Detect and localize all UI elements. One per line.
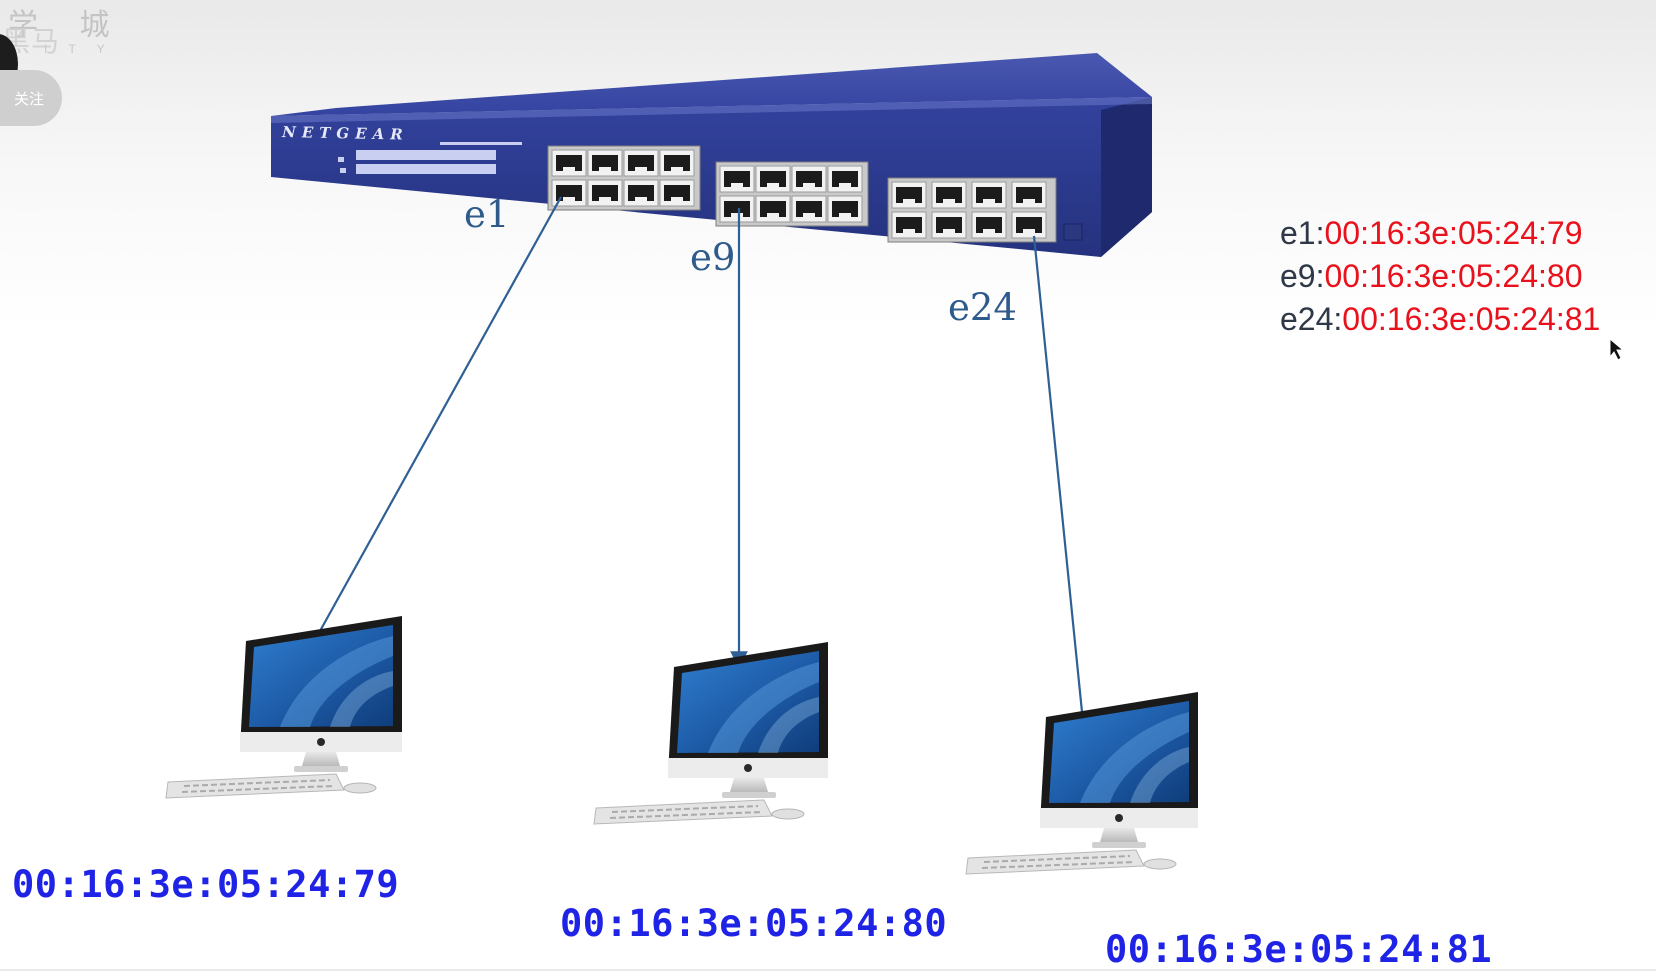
legend-row-e9: e9:00:16:3e:05:24:80: [1280, 255, 1600, 298]
computer-1-mac-label: 00:16:3e:05:24:79: [12, 863, 400, 906]
computer-3-monitor: [1040, 692, 1198, 828]
switch-port-bank-1: [547, 145, 701, 211]
computer-2-mac-label: 00:16:3e:05:24:80: [560, 902, 948, 945]
computer-2: [593, 642, 828, 825]
watermark-logo-text: 学 城: [8, 8, 126, 43]
legend-row-e1: e1:00:16:3e:05:24:79: [1280, 212, 1600, 255]
legend-mac: 00:16:3e:05:24:79: [1324, 215, 1583, 251]
port-label-e24: e24: [948, 286, 1017, 329]
switch-port-bank-3: [887, 177, 1057, 243]
cables: [319, 196, 1084, 713]
switch-top-face: [271, 53, 1152, 116]
computer-3: [965, 692, 1198, 875]
legend-port: e9:: [1280, 258, 1325, 294]
cable-e1: [319, 196, 562, 632]
computer-2-keyboard: [593, 799, 773, 825]
switch-brand-logo: NETGEAR: [281, 123, 409, 144]
network-switch: NETGEAR: [271, 53, 1152, 257]
legend-port: e1:: [1280, 215, 1325, 251]
cable-e24: [1032, 235, 1084, 713]
switch-side-face: [1101, 97, 1152, 257]
switch-status-leds: [338, 142, 522, 174]
computer-1-monitor: [240, 616, 402, 752]
port-label-e9: e9: [690, 236, 736, 279]
watermark-logo-subtext: I T Y: [44, 42, 114, 56]
switch-port-bank-2: [715, 161, 869, 227]
computer-3-mac-label: 00:16:3e:05:24:81: [1105, 928, 1493, 971]
legend-row-e24: e24:00:16:3e:05:24:81: [1280, 298, 1600, 341]
mouse-cursor-icon: [1609, 337, 1625, 361]
computer-3-keyboard: [965, 849, 1145, 875]
computer-1: [165, 616, 402, 799]
legend-mac: 00:16:3e:05:24:81: [1342, 301, 1601, 337]
mac-table-legend: e1:00:16:3e:05:24:79 e9:00:16:3e:05:24:8…: [1280, 212, 1600, 341]
computer-1-keyboard: [165, 773, 345, 799]
port-label-e1: e1: [464, 193, 510, 236]
follow-button[interactable]: 关注: [0, 70, 62, 126]
legend-mac: 00:16:3e:05:24:80: [1324, 258, 1583, 294]
legend-port: e24:: [1280, 301, 1343, 337]
computer-2-monitor: [668, 642, 828, 778]
